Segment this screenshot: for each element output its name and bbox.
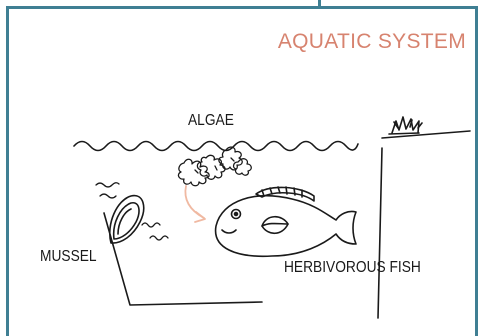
- land-plant: [389, 117, 422, 134]
- algae-clump: [178, 147, 251, 186]
- water-surface: [74, 142, 358, 151]
- arrow-head: [195, 212, 205, 222]
- tank-left-wall: [104, 213, 262, 305]
- label-algae: ALGAE: [188, 112, 234, 130]
- land-wall: [378, 148, 382, 318]
- arrow-algae-to-fish: [185, 186, 204, 218]
- label-herbivorous-fish: HERBIVOROUS FISH: [284, 259, 421, 277]
- fish-body: [216, 187, 356, 256]
- water-squiggles: [96, 183, 168, 240]
- mussel-shell: [110, 196, 144, 243]
- label-mussel: MUSSEL: [40, 248, 97, 266]
